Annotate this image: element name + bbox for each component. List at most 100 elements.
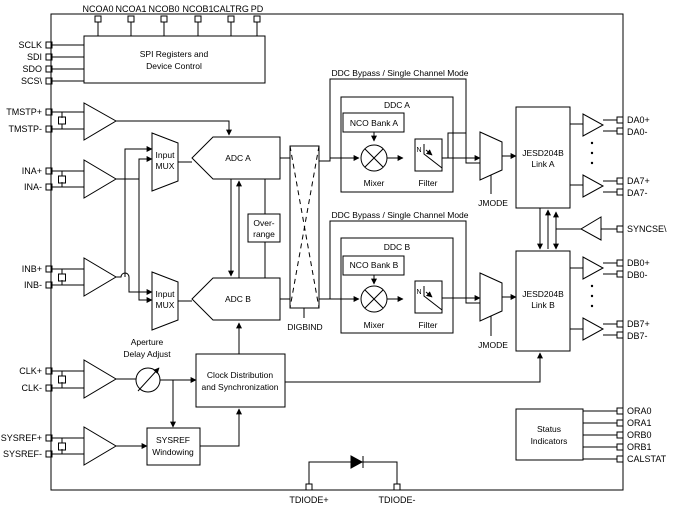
adc-b-label: ADC B [225,294,251,304]
ddc-b-block [340,237,454,334]
overrange-label-line1: Over- [253,218,274,228]
pin-db0-plus: DB0+ [627,258,650,268]
clock-label-line1: Clock Distribution [207,370,273,380]
filter-a-block [414,138,443,172]
lane-ellipsis-dots [590,141,594,308]
nco-bank-b-label: NCO Bank B [350,260,399,270]
ddc-b-label: DDC B [384,242,411,252]
input-mux-a-label-line1: Input [156,150,176,160]
pin-inb-minus: INB- [24,280,42,290]
jesd-link-b-block [515,250,571,352]
output-driver-da7 [582,174,605,198]
pin-tmstp-plus: TMSTP+ [6,107,42,117]
pin-caltrg: CALTRG [213,4,249,14]
output-driver-da0 [582,113,605,137]
pin-da7-plus: DA7+ [627,176,650,186]
pin-calstat: CALSTAT [627,454,667,464]
pin-da0-minus: DA0- [627,127,648,137]
pin-tdiode-minus: TDIODE- [379,495,416,505]
clock-label-line2: and Synchronization [201,382,278,392]
pin-sysref-plus: SYSREF+ [1,433,42,443]
filter-b-label: Filter [419,320,438,330]
ddc-a-label: DDC A [384,100,410,110]
output-driver-db7 [582,317,605,341]
pin-orb0: ORB0 [627,430,652,440]
mixer-b-label: Mixer [364,320,385,330]
jesd-a-label-line2: Link A [531,159,554,169]
filter-a-n-label: N [416,147,421,154]
jmode-mux-a [479,131,503,181]
pin-ora0: ORA0 [627,406,652,416]
overrange-block [247,213,281,243]
pin-clk-plus: CLK+ [19,366,42,376]
ddc-a-block [340,96,454,193]
input-buffers [52,102,232,466]
status-label-line1: Status [537,424,561,434]
status-indicators-block [515,408,584,461]
output-driver-db0 [582,256,605,280]
filter-b-n-label: N [416,289,421,296]
status-label-line2: Indicators [531,436,568,446]
adc-a-label: ADC A [225,153,251,163]
temp-diode-symbol [350,455,364,469]
pin-sysref-minus: SYSREF- [3,449,42,459]
ddc-bypass-a-label: DDC Bypass / Single Channel Mode [331,68,468,78]
pin-db0-minus: DB0- [627,270,648,280]
pin-clk-minus: CLK- [21,383,42,393]
temp-diode-wires [308,461,398,484]
filter-a-label: Filter [419,178,438,188]
top-pin-squares [94,15,261,23]
pin-sclk: SCLK [18,40,42,50]
spi-label-line1: SPI Registers and [140,49,209,59]
pin-da0-plus: DA0+ [627,115,650,125]
left-pin-squares [45,41,53,458]
input-mux-routing [116,146,153,303]
pin-ncob0: NCOB0 [148,4,179,14]
pin-orb1: ORB1 [627,442,652,452]
nco-bank-a-label: NCO Bank A [350,118,399,128]
input-mux-a [151,132,179,192]
jesd-link-a-block [515,106,571,209]
input-mux-b-label-line1: Input [156,289,176,299]
ddc-bypass-b-label: DDC Bypass / Single Channel Mode [331,210,468,220]
clock-distribution-block [195,353,286,408]
pin-syncse: SYNCSE\ [627,224,667,234]
pin-tdiode-plus: TDIODE+ [289,495,328,505]
pin-sdo: SDO [22,64,42,74]
syncse-buffer [579,216,602,241]
pin-ncoa0: NCOA0 [82,4,113,14]
pin-sdi: SDI [27,52,42,62]
input-mux-b-label-line2: MUX [156,300,175,310]
pin-db7-plus: DB7+ [627,319,650,329]
pin-ora1: ORA1 [627,418,652,428]
aperture-label-line1: Aperture [131,337,164,347]
sysref-label-line1: SYSREF [156,435,190,445]
digbind-label: DIGBIND [287,322,322,332]
overrange-label-line2: range [253,229,275,239]
spi-registers-block [83,35,266,84]
jmode-mux-b [479,272,503,322]
input-mux-a-label-line2: MUX [156,161,175,171]
pin-ncob1: NCOB1 [182,4,213,14]
jesd-a-label-line1: JESD204B [522,148,564,158]
pin-inb-plus: INB+ [22,264,42,274]
device-boundary [50,13,624,491]
mixer-a-label: Mixer [364,178,385,188]
pin-ina-minus: INA- [24,182,42,192]
aperture-label-line2: Delay Adjust [123,349,171,359]
pin-pd: PD [251,4,264,14]
jmode-a-label: JMODE [478,198,508,208]
pin-ncoa1: NCOA1 [115,4,146,14]
right-pin-squares [616,116,624,463]
pin-ina-plus: INA+ [22,166,42,176]
input-mux-b [151,271,179,331]
jmode-b-label: JMODE [478,340,508,350]
filter-b-block [414,280,443,314]
top-pin-wires [97,22,258,36]
pin-da7-minus: DA7- [627,188,648,198]
pin-tmstp-minus: TMSTP- [9,124,43,134]
jesd-b-label-line1: JESD204B [522,289,564,299]
pin-scs: SCS\ [21,76,43,86]
pin-db7-minus: DB7- [627,331,648,341]
